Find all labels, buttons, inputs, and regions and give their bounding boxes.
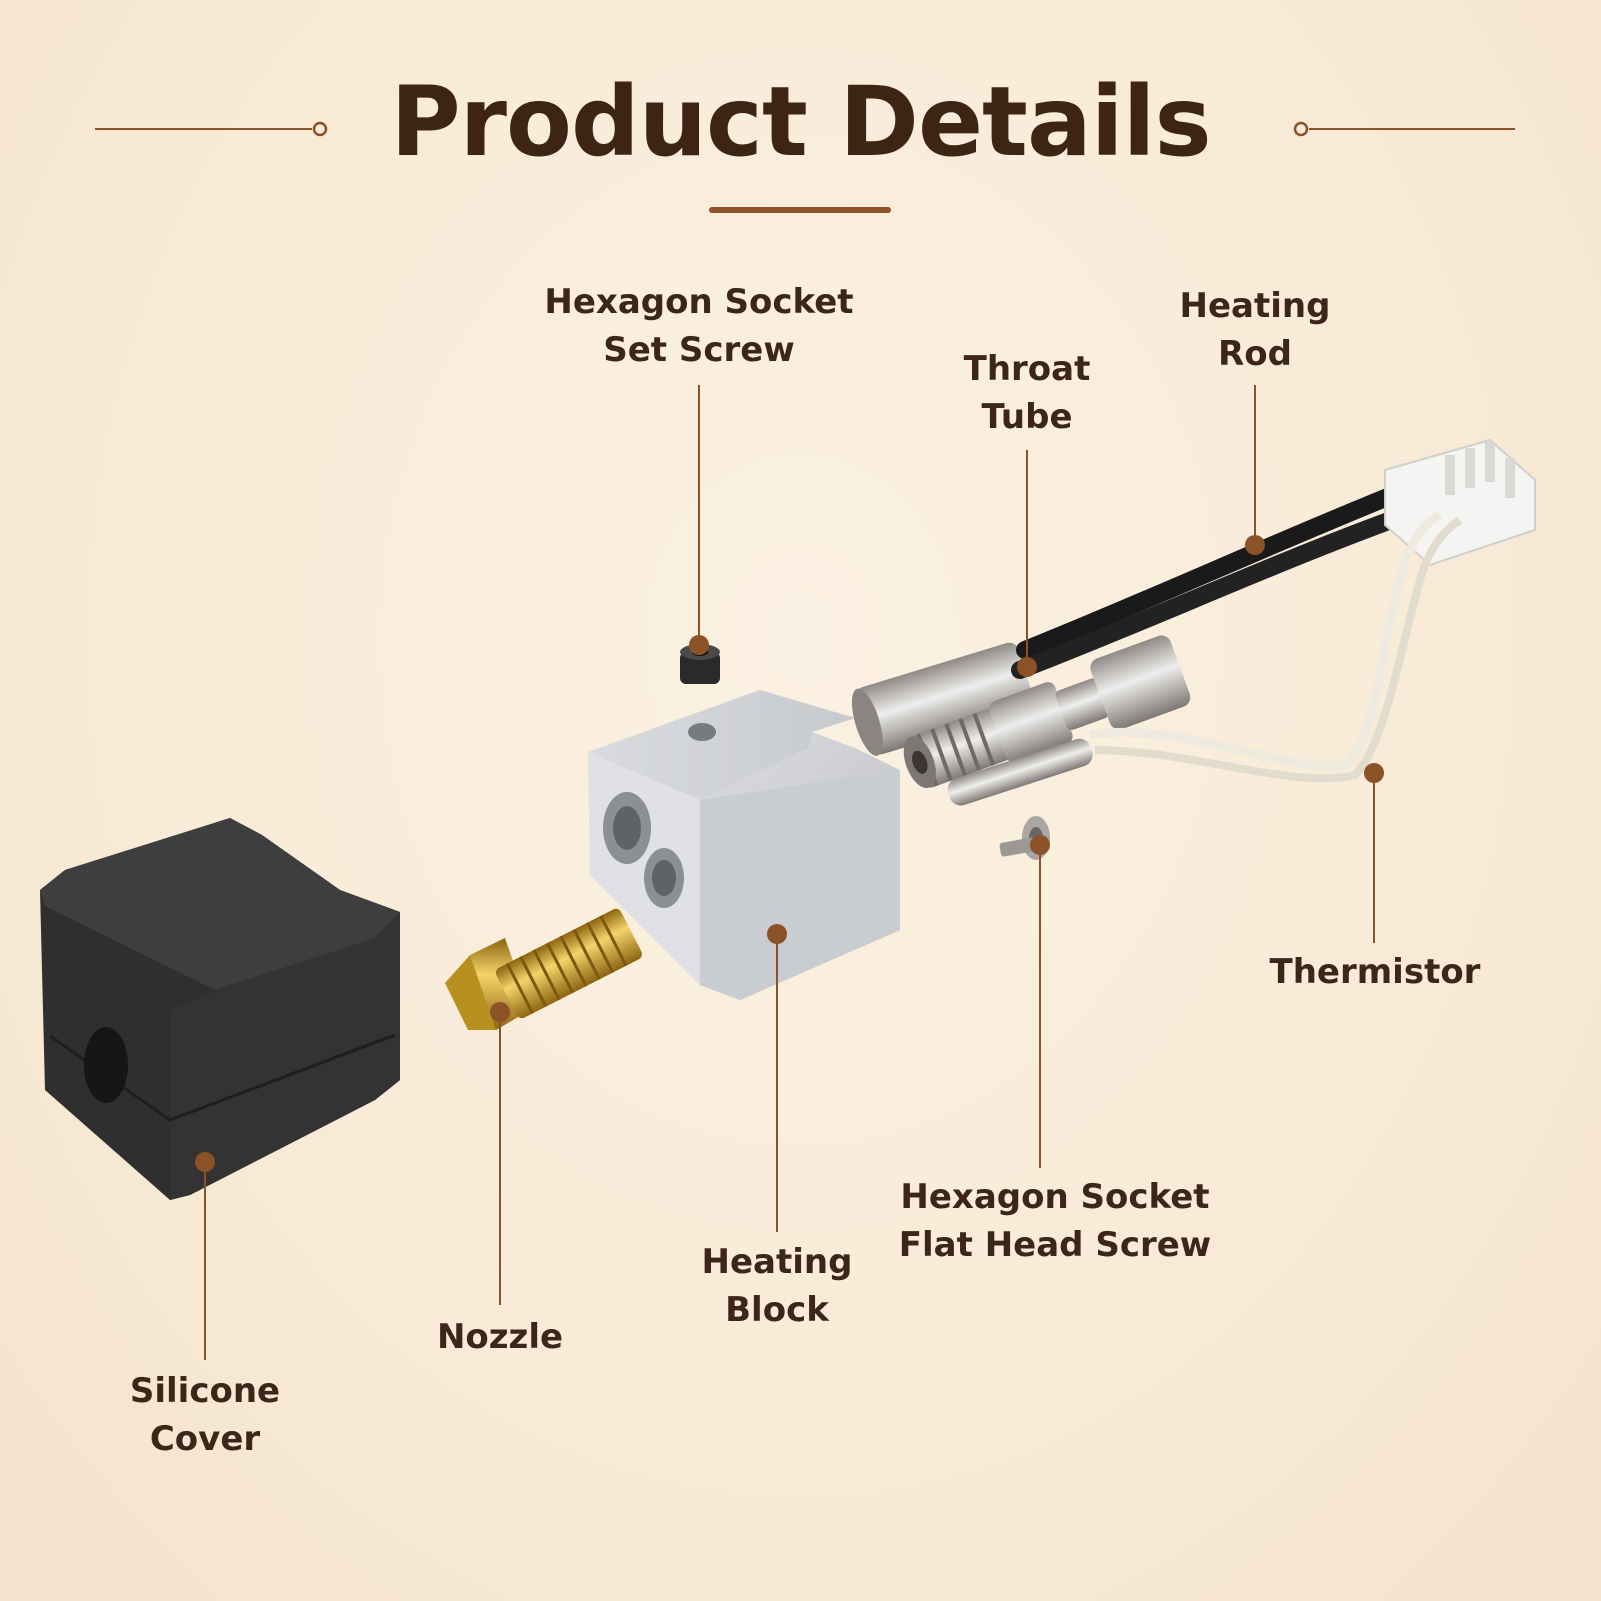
throat-tube-part: [903, 635, 1191, 789]
marker-heating-block: [767, 924, 787, 944]
label-silicone-cover: Silicone Cover: [129, 1371, 281, 1459]
heating-rod-part: [851, 481, 1414, 756]
label-thermistor: Thermistor: [1269, 952, 1481, 992]
nozzle-part: [445, 908, 642, 1030]
title-right-ornament: [1293, 121, 1515, 137]
marker-dots: [195, 535, 1384, 1172]
marker-thermistor: [1364, 763, 1384, 783]
leader-lines: [204, 385, 1375, 1360]
marker-throat-tube: [1017, 657, 1037, 677]
marker-heating-rod: [1245, 535, 1265, 555]
page-title: Product Details: [390, 66, 1211, 178]
label-heating-rod: Heating Rod: [1179, 286, 1331, 374]
marker-set-screw: [689, 635, 709, 655]
marker-nozzle: [490, 1002, 510, 1022]
thermistor-part: [947, 510, 1463, 806]
silicone-cover-part: [40, 818, 400, 1200]
title-left-ornament: [95, 121, 328, 137]
label-heating-block: Heating Block: [701, 1242, 853, 1330]
label-nozzle: Nozzle: [436, 1317, 564, 1357]
label-set-screw: Hexagon Socket Set Screw: [544, 282, 854, 370]
marker-flat-head-screw: [1030, 835, 1050, 855]
label-flat-head-screw: Hexagon Socket Flat Head Screw: [898, 1177, 1212, 1265]
heating-block-part: [588, 690, 900, 1000]
label-throat-tube: Throat Tube: [963, 349, 1091, 437]
marker-silicone-cover: [195, 1152, 215, 1172]
